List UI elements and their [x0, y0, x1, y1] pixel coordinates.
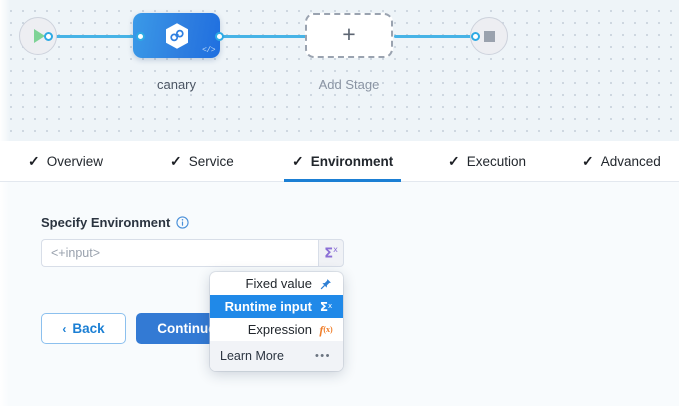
tab-service[interactable]: ✓ Service: [168, 141, 236, 181]
environment-input-row: Σx: [41, 239, 344, 267]
tab-service-label: Service: [188, 153, 234, 169]
tab-advanced-label: Advanced: [600, 153, 661, 169]
dropdown-item-expression-label: Expression: [247, 322, 312, 337]
dropdown-learn-more[interactable]: Learn More •••: [210, 341, 343, 371]
stage-node-canary[interactable]: </>: [133, 13, 220, 58]
canvas-left-fade: [0, 0, 10, 141]
chevron-left-icon: ‹: [62, 321, 67, 336]
dropdown-item-fixed-value[interactable]: Fixed value: [210, 272, 343, 295]
play-icon: [34, 29, 45, 43]
form-left-fade: [0, 182, 9, 406]
code-badge-icon: </>: [202, 46, 215, 55]
add-stage-label: Add Stage: [318, 77, 380, 92]
check-icon: ✓: [28, 153, 40, 169]
tab-overview-label: Overview: [46, 153, 103, 169]
tab-overview[interactable]: ✓ Overview: [26, 141, 105, 181]
port-canary-in[interactable]: [136, 32, 145, 41]
form-actions: ‹ Back Continue: [41, 313, 237, 344]
port-stop-in[interactable]: [471, 32, 480, 41]
runtime-input-toggle-button[interactable]: Σx: [318, 239, 344, 267]
stage-tabs: ✓ Overview ✓ Service ✓ Environment ✓ Exe…: [0, 141, 679, 182]
check-icon: ✓: [170, 153, 182, 169]
environment-input[interactable]: [41, 239, 318, 267]
harness-hexagon-icon: [165, 22, 188, 49]
back-button[interactable]: ‹ Back: [41, 313, 126, 344]
tab-environment[interactable]: ✓ Environment: [283, 141, 402, 182]
tab-execution[interactable]: ✓ Execution: [446, 141, 528, 181]
tab-advanced[interactable]: ✓ Advanced: [580, 141, 663, 181]
learn-more-label: Learn More: [220, 349, 284, 363]
dropdown-item-expression[interactable]: Expression f(x): [210, 318, 343, 341]
check-icon: ✓: [448, 153, 460, 169]
check-icon: ✓: [292, 153, 304, 169]
pipeline-canvas[interactable]: </> canary + Add Stage: [0, 0, 679, 141]
port-canary-out[interactable]: [215, 32, 224, 41]
port-start-out[interactable]: [44, 32, 53, 41]
sigma-icon: Σx: [324, 244, 338, 262]
info-icon[interactable]: [176, 216, 189, 229]
more-options-icon[interactable]: •••: [314, 349, 331, 362]
back-button-label: Back: [72, 321, 105, 336]
stop-icon: [483, 30, 495, 42]
field-label-text: Specify Environment: [41, 215, 171, 230]
stage-node-label: canary: [156, 77, 197, 92]
edge-canary-to-add-stage: [222, 35, 310, 38]
edge-start-to-canary: [47, 35, 143, 38]
specify-environment-label: Specify Environment: [41, 215, 189, 230]
pin-icon: [319, 278, 333, 290]
tab-environment-label: Environment: [310, 153, 394, 169]
check-icon: ✓: [582, 153, 594, 169]
add-stage-node[interactable]: +: [305, 13, 393, 58]
edge-add-stage-to-stop: [394, 35, 476, 38]
tab-execution-label: Execution: [466, 153, 527, 169]
continue-button-label: Continue: [157, 321, 216, 336]
dropdown-item-fixed-value-label: Fixed value: [245, 276, 312, 291]
fx-icon: f(x): [319, 322, 333, 337]
plus-icon: +: [342, 21, 356, 47]
dropdown-item-runtime-input-label: Runtime input: [224, 299, 312, 314]
